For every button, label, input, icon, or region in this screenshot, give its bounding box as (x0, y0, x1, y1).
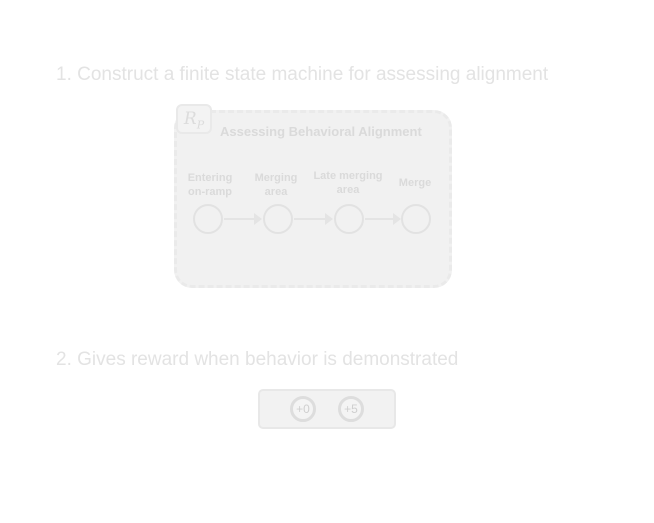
state-label-line: Late merging (313, 170, 383, 182)
state-node-entering (193, 204, 223, 234)
state-label-entering: Entering on-ramp (174, 171, 246, 199)
transition-arrow (294, 213, 333, 225)
state-label-late-merging: Late merging area (311, 169, 385, 197)
step-1-title: 1. Construct a finite state machine for … (56, 64, 549, 85)
state-label-line: area (264, 186, 288, 198)
step-2-title: 2. Gives reward when behavior is demonst… (56, 349, 459, 370)
state-node-late-merging (334, 204, 364, 234)
reward-panel (258, 389, 396, 429)
state-label-line: Merge (398, 177, 432, 189)
state-label-line: Merging (254, 172, 298, 184)
fsm-title: Assessing Behavioral Alignment (220, 124, 422, 139)
badge-sub: P (196, 118, 205, 132)
state-label-line: Entering (187, 172, 233, 184)
transition-arrow (365, 213, 401, 225)
reward-function-badge: RP (176, 104, 212, 134)
state-label-line: on-ramp (188, 186, 232, 198)
fsm-panel (174, 110, 452, 288)
transition-arrow (224, 213, 262, 225)
state-label-merge: Merge (379, 176, 451, 190)
reward-five-token: +5 (338, 396, 364, 422)
reward-zero-token: +0 (290, 396, 316, 422)
state-node-merge (401, 204, 431, 234)
state-node-merging (263, 204, 293, 234)
state-label-line: area (336, 184, 360, 196)
state-label-merging: Merging area (240, 171, 312, 199)
badge-main: R (183, 109, 197, 129)
